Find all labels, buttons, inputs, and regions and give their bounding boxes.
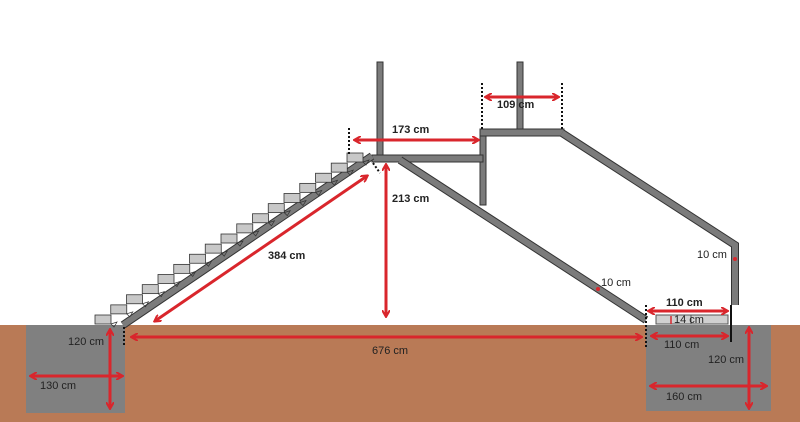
stair-step [204,243,222,254]
slab [655,314,729,325]
stair-step [252,213,269,224]
stair-step [173,263,191,274]
label-platform-width: 173 cm [392,124,430,136]
label-right-depth: 120 cm [708,354,744,366]
stair-step [157,274,175,284]
stair-step [141,284,159,295]
stair-step [283,193,301,203]
mid-post [479,132,487,206]
label-left-width: 130 cm [40,380,76,392]
right-foundation [646,325,771,411]
step-bracket [141,301,150,308]
label-stair-length: 384 cm [268,250,306,262]
dimension-arrows [31,97,766,408]
stair-step [315,172,332,183]
label-span: 676 cm [372,345,408,357]
stair-step [346,152,364,163]
label-left-depth: 120 cm [68,336,104,348]
step-bracket [346,169,355,176]
stair-step [330,162,348,173]
stair-step [267,203,285,214]
stair-step [126,294,143,305]
stair-step [236,223,254,234]
label-upper-gap: 109 cm [497,99,535,111]
stair-step [94,314,112,325]
label-far-beam-thickness: 10 cm [697,249,727,261]
stair-step [189,253,206,264]
lower-platform-beam [371,154,484,163]
label-slab-thickness: 14 cm [674,314,704,326]
arrow-384 [155,176,367,321]
label-height: 213 cm [392,193,430,205]
label-right-top-width: 110 cm [666,297,703,309]
step-bracket [110,321,118,328]
stair-steps [94,152,370,328]
upper-platform-beam [479,128,565,137]
reference-lines [123,83,647,348]
step-bracket [126,311,134,318]
stair-step [299,182,317,193]
label-right-width: 160 cm [666,391,702,403]
stair-step [110,304,128,315]
stair-step [220,233,238,244]
step-bracket [362,159,370,166]
label-right-inner-width: 110 cm [664,339,699,351]
label-beam-thickness: 10 cm [601,277,631,289]
